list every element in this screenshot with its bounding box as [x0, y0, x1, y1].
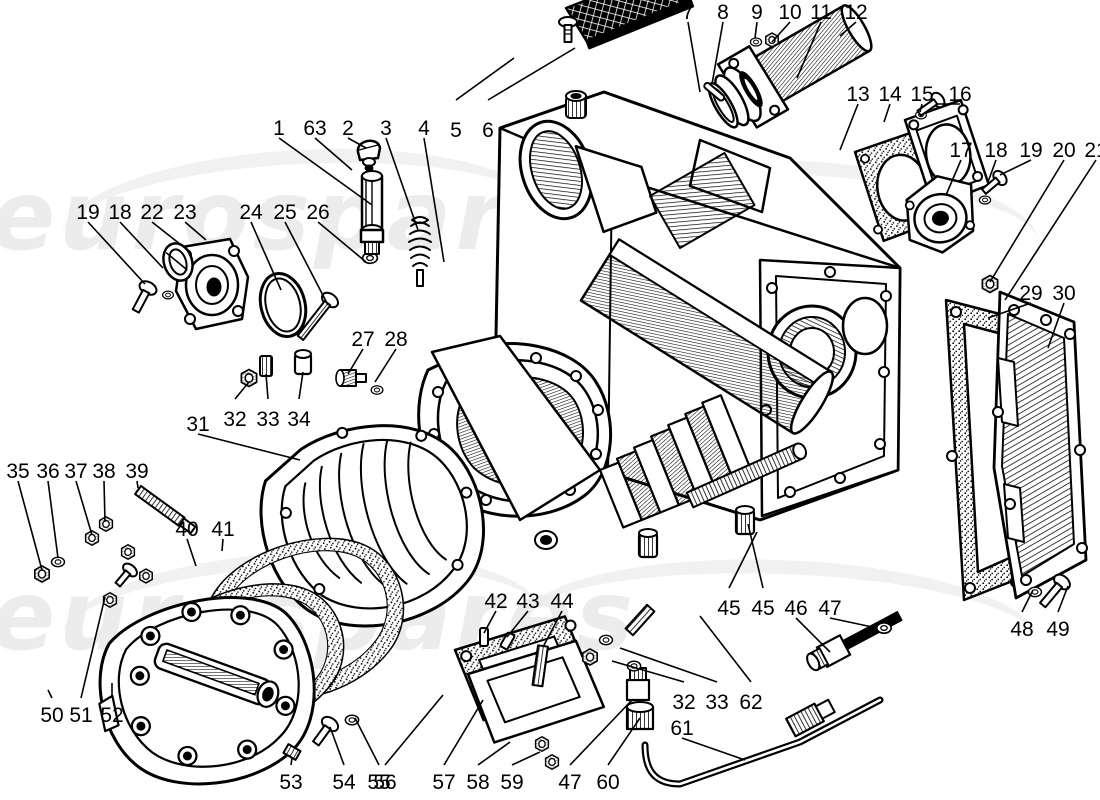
callout-number-22: 22 — [140, 201, 164, 224]
callout-number-62: 62 — [739, 691, 763, 714]
callout-number-25: 25 — [273, 201, 297, 224]
callout-number-2: 2 — [342, 117, 354, 140]
callout-number-19: 19 — [76, 201, 100, 224]
callout-number-1: 1 — [273, 117, 285, 140]
callout-number-29: 29 — [1019, 282, 1043, 305]
callout-number-39: 39 — [125, 460, 149, 483]
callout-number-45: 45 — [717, 597, 741, 620]
callout-number-5: 5 — [450, 119, 462, 142]
callout-number-61: 61 — [670, 717, 694, 740]
callout-number-12: 12 — [844, 1, 868, 24]
callout-number-18: 18 — [984, 139, 1008, 162]
callout-number-31: 31 — [186, 413, 210, 436]
callout-number-27: 27 — [351, 328, 375, 351]
callout-number-14: 14 — [878, 83, 902, 106]
callout-number-43: 43 — [516, 590, 540, 613]
callout-number-51: 51 — [69, 704, 93, 727]
callout-number-10: 10 — [778, 1, 802, 24]
callout-number-23: 23 — [173, 201, 197, 224]
callout-number-47: 47 — [818, 597, 842, 620]
callout-number-3: 3 — [380, 117, 392, 140]
callout-number-63: 63 — [303, 117, 327, 140]
callout-number-26: 26 — [306, 201, 330, 224]
callout-number-18: 18 — [108, 201, 132, 224]
callout-number-58: 58 — [466, 771, 490, 794]
callout-number-13: 13 — [846, 83, 870, 106]
callout-number-52: 52 — [100, 704, 124, 727]
callout-number-53: 53 — [279, 771, 303, 794]
callout-number-60: 60 — [596, 771, 620, 794]
callout-number-41: 41 — [211, 518, 235, 541]
callout-number-33: 33 — [705, 691, 729, 714]
callout-number-37: 37 — [64, 460, 88, 483]
callout-number-44: 44 — [550, 590, 574, 613]
callout-number-6: 6 — [482, 119, 494, 142]
callout-number-8: 8 — [717, 1, 729, 24]
callout-number-38: 38 — [92, 460, 116, 483]
callout-number-17: 17 — [949, 139, 973, 162]
callout-number-19: 19 — [1019, 139, 1043, 162]
callout-number-54: 54 — [332, 771, 356, 794]
callout-number-32: 32 — [672, 691, 696, 714]
callout-number-56: 56 — [373, 771, 397, 794]
callout-number-7: 7 — [682, 1, 694, 24]
callout-number-33: 33 — [256, 408, 280, 431]
callout-number-42: 42 — [484, 590, 508, 613]
callout-number-21: 21 — [1084, 139, 1100, 162]
callout-number-46: 46 — [784, 597, 808, 620]
callout-number-15: 15 — [910, 83, 934, 106]
callout-number-24: 24 — [239, 201, 263, 224]
callout-number-49: 49 — [1046, 618, 1070, 641]
callout-number-36: 36 — [36, 460, 60, 483]
callout-number-16: 16 — [948, 83, 972, 106]
callout-number-40: 40 — [175, 518, 199, 541]
callout-number-57: 57 — [432, 771, 456, 794]
callout-number-9: 9 — [751, 1, 763, 24]
callout-number-32: 32 — [223, 408, 247, 431]
callout-number-59: 59 — [500, 771, 524, 794]
callout-number-45: 45 — [751, 597, 775, 620]
callout-number-50: 50 — [40, 704, 64, 727]
callout-number-20: 20 — [1052, 139, 1076, 162]
callout-number-47: 47 — [558, 771, 582, 794]
callout-number-4: 4 — [418, 117, 430, 140]
callout-number-11: 11 — [810, 1, 832, 24]
callout-number-35: 35 — [6, 460, 30, 483]
callout-number-34: 34 — [287, 408, 311, 431]
callout-number-48: 48 — [1010, 618, 1034, 641]
callout-number-55: 55 — [367, 771, 391, 794]
callout-number-28: 28 — [384, 328, 408, 351]
callout-number-30: 30 — [1052, 282, 1076, 305]
